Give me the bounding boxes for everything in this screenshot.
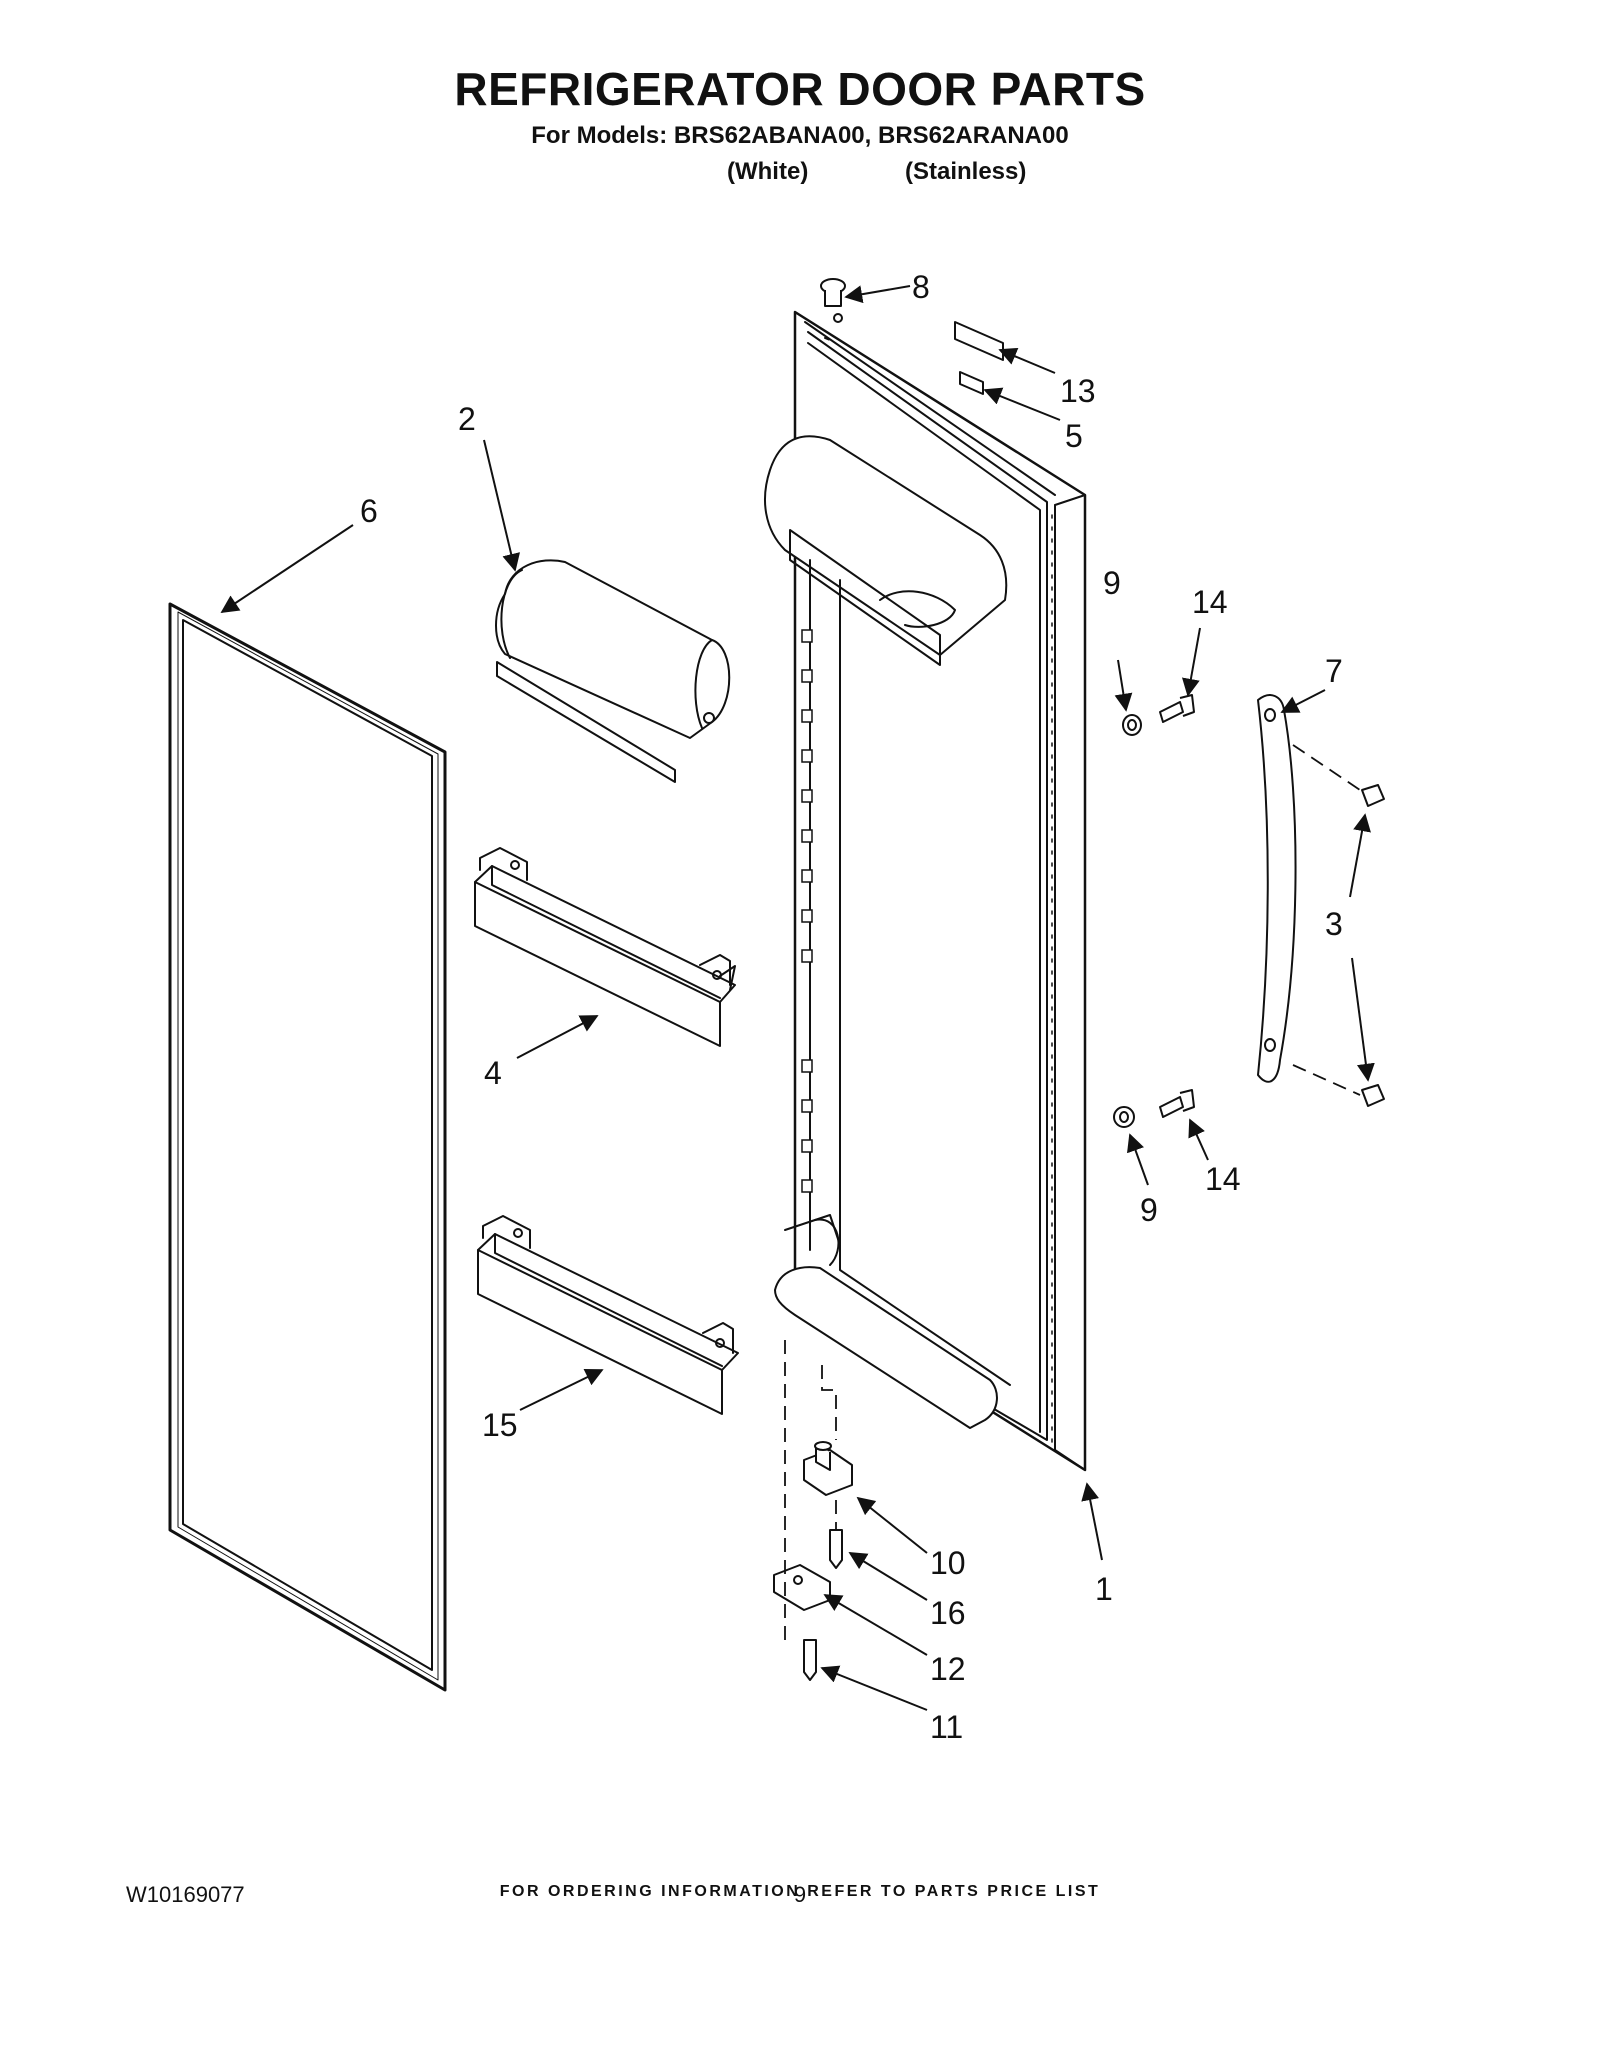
door-gasket-part	[168, 602, 447, 1692]
callout-14-upper: 14	[1192, 584, 1228, 620]
door-liner-part	[764, 310, 1087, 1472]
bracket-screw-part	[803, 1639, 817, 1681]
handle-spacer-lower-part	[1113, 1106, 1135, 1128]
lower-hinge-bracket-part	[773, 1564, 831, 1611]
callout-10: 10	[930, 1545, 966, 1581]
callout-14-lower: 14	[1205, 1161, 1241, 1197]
page-title: REFRIGERATOR DOOR PARTS	[454, 63, 1146, 115]
page-number: 9	[793, 1882, 807, 1907]
variant-white-label: (White)	[727, 158, 809, 185]
callout-12: 12	[930, 1651, 966, 1687]
ordering-note: FOR ORDERING INFORMATION REFER TO PARTS …	[499, 1883, 1101, 1900]
callout-labels: 8 13 5 2 6 9 14 7 3 4 14 9 15 10 1 16 12…	[360, 269, 1343, 1745]
hinge-bushing-part	[820, 278, 846, 323]
leader-arrows	[220, 285, 1375, 1711]
door-handle-part	[1257, 694, 1297, 1083]
energy-label-part	[959, 371, 984, 395]
callout-3: 3	[1325, 906, 1343, 942]
callout-1: 1	[1095, 1571, 1113, 1607]
callout-11: 11	[930, 1709, 963, 1745]
handle-screw-upper-part	[1159, 694, 1195, 723]
callout-15: 15	[482, 1407, 518, 1443]
handle-stud-upper-part	[1361, 784, 1385, 807]
callout-13: 13	[1060, 373, 1096, 409]
hinge-screw-part	[829, 1529, 843, 1569]
rating-label-part	[954, 321, 1004, 361]
lower-hinge-pin-part	[803, 1441, 853, 1496]
handle-screw-lower-part	[1159, 1089, 1195, 1118]
callout-16: 16	[930, 1595, 966, 1631]
callout-9-lower: 9	[1140, 1192, 1158, 1228]
callout-6: 6	[360, 493, 378, 529]
models-line: For Models: BRS62ABANA00, BRS62ARANA00	[531, 122, 1069, 149]
callout-7: 7	[1325, 653, 1343, 689]
callout-9-upper: 9	[1103, 565, 1121, 601]
dairy-compartment-part	[495, 559, 731, 783]
callout-5: 5	[1065, 418, 1083, 454]
lower-door-bin-part	[477, 1215, 739, 1415]
callout-8: 8	[912, 269, 930, 305]
door-bin-part	[474, 847, 736, 1047]
handle-stud-lower-part	[1361, 1084, 1385, 1107]
document-number: W10169077	[126, 1882, 245, 1907]
shelf-rail-clips	[801, 629, 813, 1193]
alignment-lines	[784, 744, 1361, 1640]
variant-stainless-label: (Stainless)	[905, 158, 1027, 185]
handle-spacer-upper-part	[1122, 714, 1142, 736]
callout-2: 2	[458, 401, 476, 437]
callout-4: 4	[484, 1055, 502, 1091]
